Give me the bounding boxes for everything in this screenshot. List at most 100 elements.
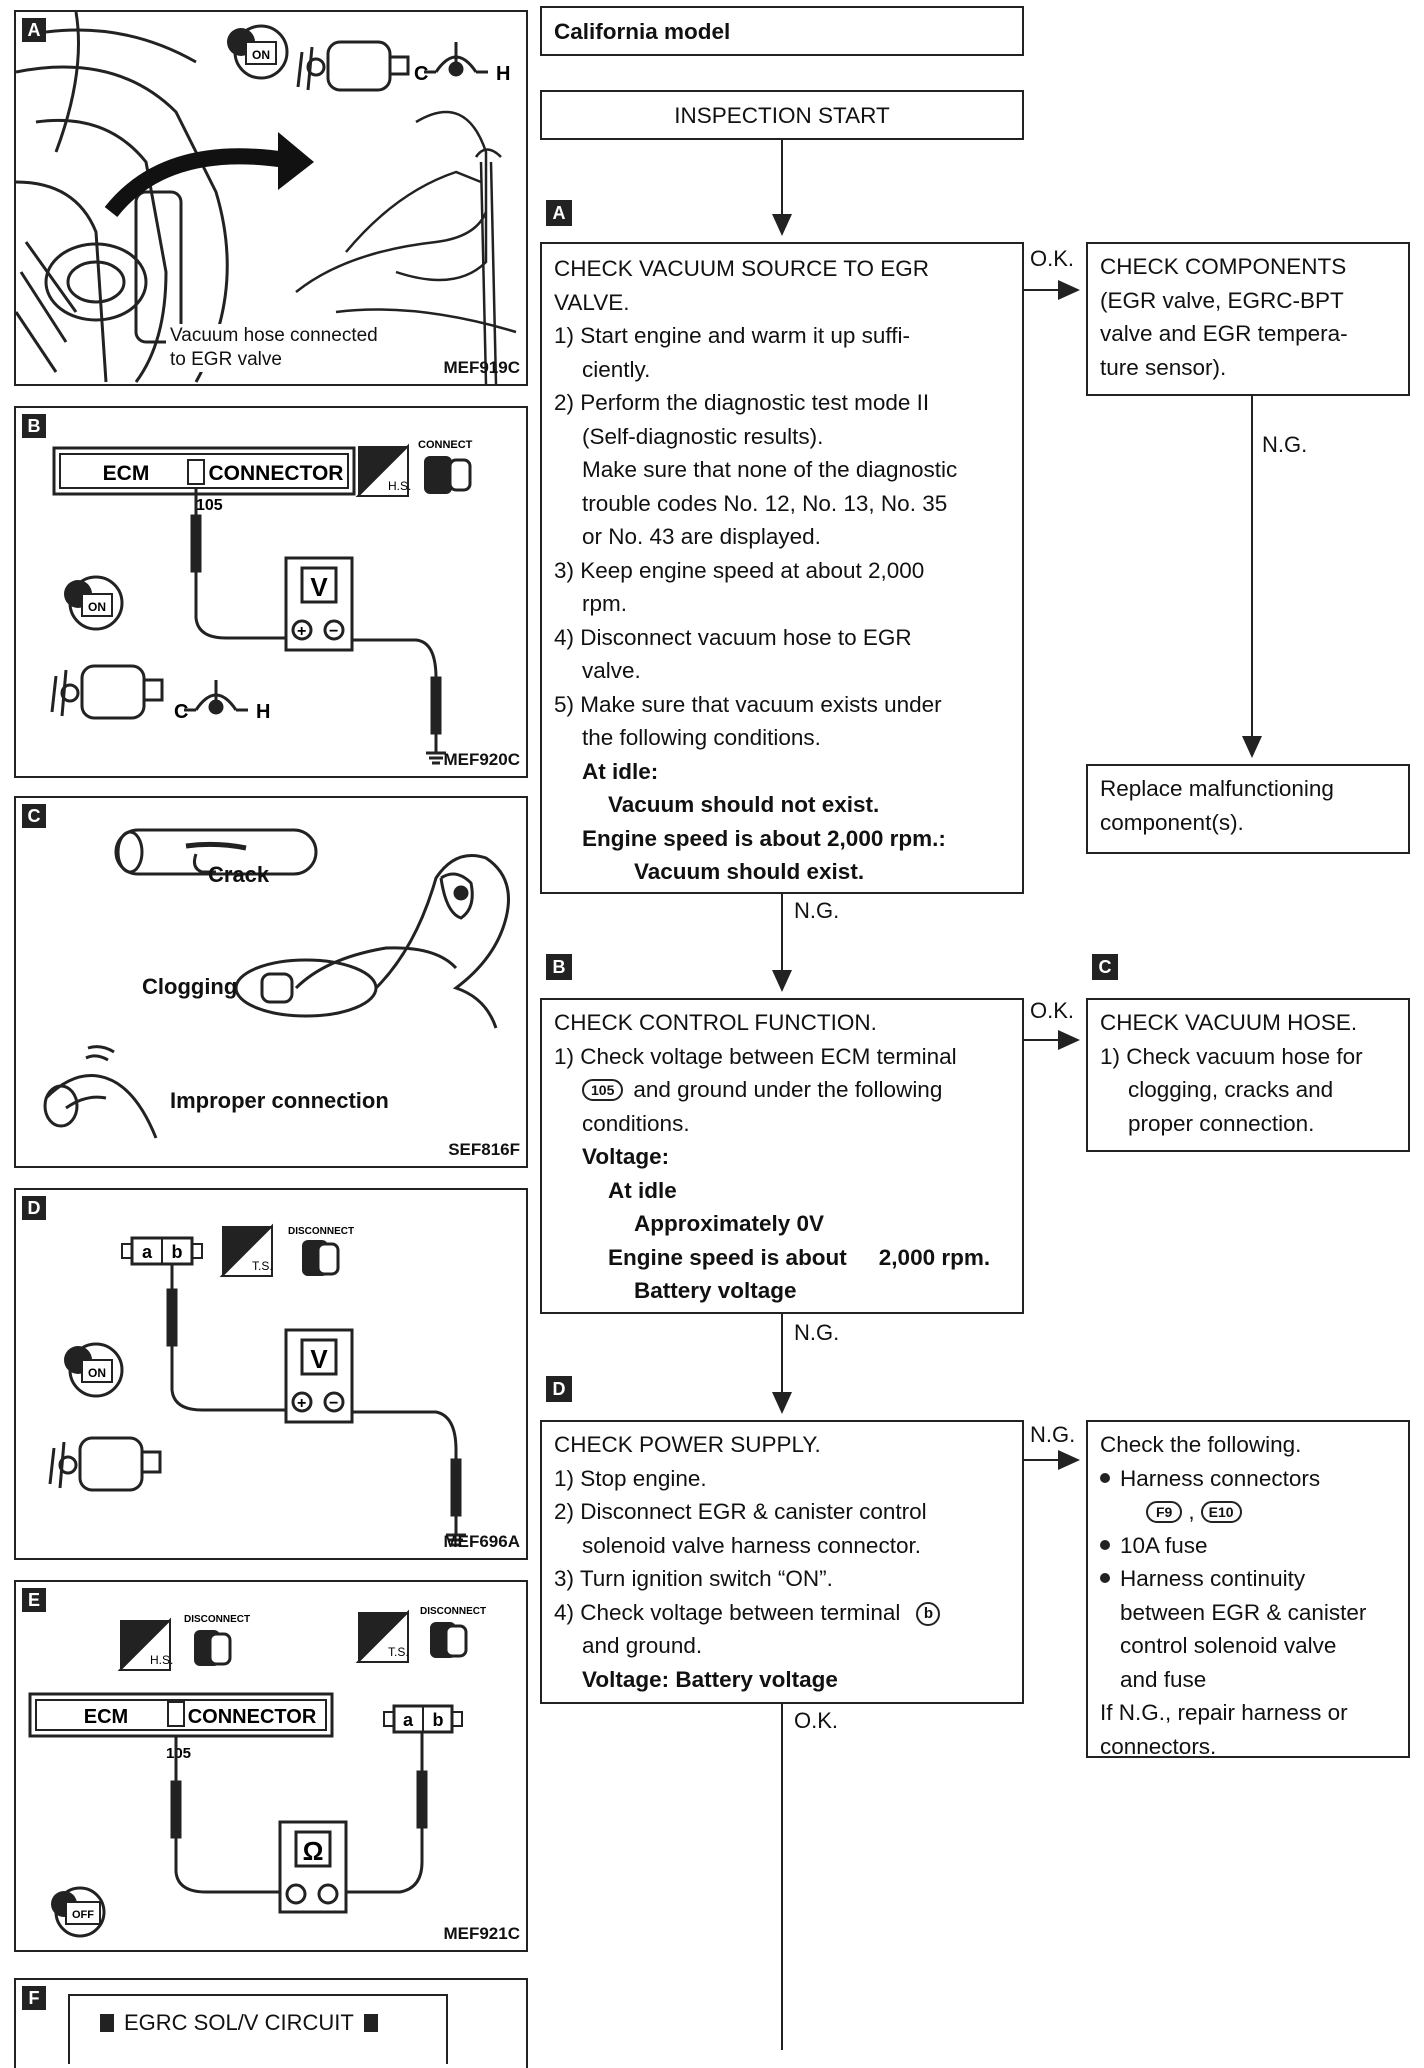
connector-f9-badge: F9 — [1146, 1501, 1183, 1523]
svg-text:+: + — [297, 623, 306, 640]
pin-a-label: a — [142, 1242, 153, 1262]
box-line: ture sensor). — [1100, 354, 1227, 380]
bullet-item: Harness connectors — [1100, 1462, 1396, 1496]
crack-label: Crack — [208, 862, 270, 887]
step-item: 5) Make sure that vacuum exists under — [554, 691, 942, 717]
temperature-gauge-icon — [424, 42, 488, 77]
check-following-box: Check the following. Harness connectors … — [1086, 1420, 1410, 1759]
box-line: connectors. — [1100, 1733, 1217, 1759]
connector-plug-icon — [430, 1622, 468, 1658]
step-item: 4) Disconnect vacuum hose to EGR — [554, 624, 912, 650]
tank-side-icon: T.S. — [219, 1223, 273, 1277]
harness-side-icon: H.S. — [117, 1617, 173, 1671]
terminal-b-badge: b — [916, 1601, 941, 1626]
black-square-icon — [100, 2014, 114, 2032]
step-tag: B — [546, 954, 572, 980]
box-line: proper connection. — [1128, 1110, 1315, 1136]
illustration-panel-e: E H.S. DISCONNECT T.S. DISCONNECT ECM CO… — [14, 1580, 528, 1952]
harness-side-icon: H.S. — [355, 443, 411, 497]
tank-side-icon: T.S. — [355, 1609, 409, 1663]
ohmmeter-label: Ω — [303, 1836, 324, 1866]
figure-code: MEF919C — [443, 358, 520, 377]
svg-text:−: − — [329, 623, 338, 640]
step-item: 1) Start engine and warm it up suffi- — [554, 323, 911, 348]
ts-label: T.S. — [388, 1645, 409, 1659]
pin-a-label: a — [403, 1710, 414, 1730]
svg-text:−: − — [329, 1395, 338, 1412]
key-on-label: ON — [88, 1366, 106, 1380]
step-check-control-function: CHECK CONTROL FUNCTION. 1) Check voltage… — [540, 998, 1024, 1314]
step-item: 3) Keep engine speed at about 2,000 — [554, 557, 925, 583]
pin-b-label: b — [172, 1242, 183, 1262]
voltage-check-diagram: ECM CONNECTOR 105 H.S. CONNECT — [50, 439, 473, 765]
condition-label: Voltage: — [582, 1144, 670, 1169]
panel-tag: A — [22, 18, 46, 42]
box-line: between EGR & canister — [1120, 1599, 1367, 1625]
panel-tag: E — [22, 1588, 46, 1612]
disconnect-label: DISCONNECT — [184, 1614, 250, 1625]
panel-tag: D — [22, 1196, 46, 1220]
figure-code: MEF921C — [443, 1924, 520, 1943]
replace-component-box: Replace malfunctioning component(s). — [1086, 764, 1410, 854]
ecm-label: ECM — [84, 1706, 128, 1728]
inspection-start: INSPECTION START — [540, 90, 1024, 140]
illustration-panel-b: B ECM CONNECTOR 105 H.S. CONNECT — [14, 406, 528, 778]
ignition-key-icon: ON — [227, 24, 289, 80]
panel-tag: F — [22, 1986, 46, 2010]
ok-label: O.K. — [794, 1708, 839, 1733]
condition-label: At idle: — [582, 758, 659, 784]
box-line: If N.G., repair harness or — [1100, 1700, 1348, 1725]
panel-caption: Vacuum hose connected to EGR valve — [166, 324, 382, 372]
step-item: solenoid valve harness connector. — [582, 1532, 921, 1558]
step-item: ciently. — [582, 356, 651, 382]
step-item: 1) Stop engine. — [554, 1465, 707, 1491]
model-title: California model — [540, 6, 1024, 56]
vacuum-hose-faults-illustration — [43, 828, 510, 1139]
step-item: 2) Disconnect EGR & canister control — [554, 1499, 927, 1524]
connector-plug-icon — [302, 1240, 340, 1276]
panel-tag: B — [22, 414, 46, 438]
box-line: CHECK VACUUM HOSE. — [1100, 1010, 1358, 1035]
ecm-label: ECM — [103, 462, 150, 485]
hs-label: H.S. — [150, 1653, 173, 1667]
illustration-panel-a: A ON — [14, 10, 528, 386]
condition-label: At idle — [608, 1177, 677, 1203]
figure-code: SEF816F — [448, 1140, 520, 1159]
ignition-key-icon: ON — [64, 1342, 124, 1398]
step-item: valve. — [582, 658, 641, 683]
step-tag: A — [546, 200, 572, 226]
step-item: conditions. — [582, 1110, 690, 1136]
disconnect-label: DISCONNECT — [288, 1226, 354, 1237]
cold-label: C — [414, 63, 428, 85]
illustration-panel-c: C Crack Clogging Improper connection SEF… — [14, 796, 528, 1168]
connect-label: CONNECT — [418, 439, 473, 451]
caption-line: to EGR valve — [170, 349, 282, 370]
box-line: component(s). — [1100, 809, 1244, 835]
pin-b-label: b — [433, 1710, 444, 1730]
step-item: Make sure that none of the diagnostic — [582, 457, 958, 482]
check-components-box: CHECK COMPONENTS (EGR valve, EGRC-BPT va… — [1086, 242, 1410, 396]
engine-running-icon — [296, 40, 410, 92]
panel-tag: C — [22, 804, 46, 828]
voltmeter-label: V — [310, 572, 328, 602]
box-line: 1) Check vacuum hose for — [1100, 1043, 1363, 1069]
step-item: 2) Perform the diagnostic test mode II — [554, 390, 930, 415]
box-line: control solenoid valve — [1120, 1633, 1337, 1658]
connector-plug-icon — [424, 456, 472, 494]
vacuum-hose-illustration: ON C H — [16, 12, 517, 384]
step-check-vacuum-source: CHECK VACUUM SOURCE TO EGR VALVE. 1) Sta… — [540, 242, 1024, 894]
caption-line: Vacuum hose connected — [170, 325, 378, 346]
circuit-title: EGRC SOL/V CIRCUIT — [124, 2010, 354, 2035]
step-tag: D — [546, 1376, 572, 1402]
step-item: and ground. — [582, 1633, 703, 1658]
step-item: or No. 43 are displayed. — [582, 524, 821, 549]
step-heading: VALVE. — [554, 289, 630, 315]
ts-label: T.S. — [252, 1259, 273, 1273]
improper-connection-label: Improper connection — [170, 1088, 389, 1113]
key-on-label: ON — [88, 600, 106, 614]
clogging-label: Clogging — [142, 974, 238, 999]
ng-label: N.G. — [794, 898, 840, 923]
